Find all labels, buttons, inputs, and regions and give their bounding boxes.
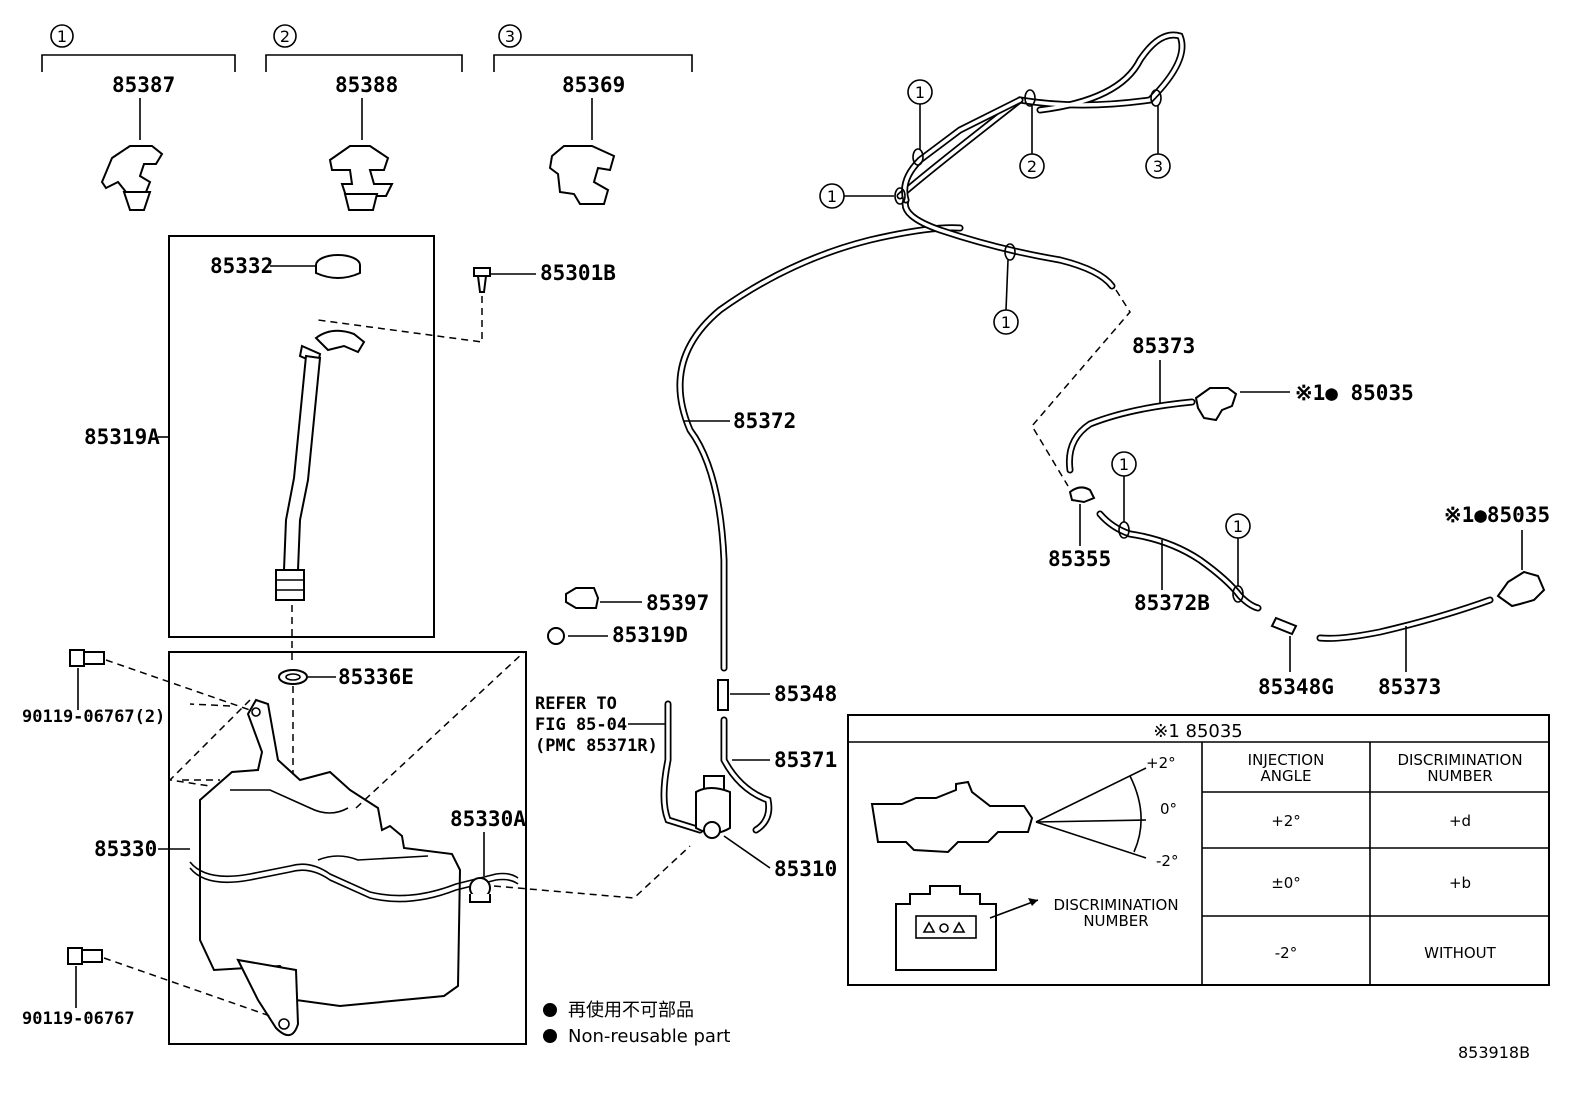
angle-zero-label: 0° (1160, 800, 1177, 818)
table-col-discrimination-l1: DISCRIMINATION (1397, 751, 1522, 769)
part-85330A-label: 85330A (450, 807, 526, 831)
callout-lower-1a: 1 (1111, 451, 1137, 522)
part-85373-upper-label: 85373 (1132, 334, 1195, 358)
part-85319D-label: 85319D (612, 623, 688, 647)
table-row-3-number: WITHOUT (1424, 944, 1496, 962)
clip-1-part-label: 85387 (112, 73, 175, 97)
table-row-3-angle: -2° (1275, 944, 1297, 962)
grommet-85336E-shape (278, 669, 308, 685)
table-title: ※1 85035 (1153, 721, 1243, 742)
bolt-90119-upper: 90119-06767(2) (22, 649, 251, 727)
discrimination-callout-l2: NUMBER (1083, 912, 1148, 930)
nozzle-85035-upper-shape (1194, 387, 1238, 422)
clip-85369-shape (548, 145, 616, 205)
clip-2-number: 2 (280, 27, 290, 46)
legend: 再使用不可部品 Non-reusable part (543, 1000, 730, 1047)
svg-text:2: 2 (1027, 157, 1037, 176)
part-85371-label: 85371 (774, 748, 837, 772)
part-85035-lower-label: ※1●85035 (1444, 503, 1550, 527)
nozzle-angle-table: ※1 85035 INJECTION ANGLE DISCRIMINATION … (847, 714, 1550, 986)
angle-minus-label: -2° (1156, 852, 1178, 870)
filler-pipe-85319A-shape (282, 354, 322, 571)
bolt-90119-lower: 90119-06767 (22, 947, 271, 1029)
part-85373-lower-label: 85373 (1378, 675, 1441, 699)
clip-85301B-shape (473, 267, 491, 293)
legend-dot-icon-2 (543, 1029, 557, 1043)
part-85310-label: 85310 (774, 857, 837, 881)
joint-85348G-shape (1270, 616, 1298, 636)
legend-en: Non-reusable part (568, 1026, 730, 1047)
nozzle-85035-lower-shape (1496, 570, 1546, 608)
part-85372B-label: 85372B (1134, 591, 1210, 615)
callout-upper-1a: 1 (907, 79, 933, 150)
part-85330-label: 85330 (94, 837, 157, 861)
clip-85388-shape (328, 145, 394, 197)
nozzle-top-view (895, 885, 997, 971)
table-row-2-number: +b (1449, 874, 1471, 892)
clip-group-1: 1 85387 (41, 24, 236, 211)
sensor-85397-shape (565, 587, 600, 609)
part-85355-label: 85355 (1048, 547, 1111, 571)
refer-line-2: FIG 85-04 (535, 715, 627, 735)
callout-upper-3: 3 (1145, 106, 1171, 179)
joint-85348-shape (717, 679, 729, 711)
angle-plus-label: +2° (1146, 754, 1176, 772)
bolt-90119-2-label: 90119-06767(2) (22, 707, 165, 727)
joint-85355-shape (1068, 486, 1096, 504)
callout-upper-1b: 1 (819, 183, 894, 209)
clip-3-number: 3 (505, 27, 515, 46)
svg-text:1: 1 (827, 187, 837, 206)
svg-text:1: 1 (1001, 313, 1011, 332)
table-row-2-angle: ±0° (1271, 874, 1301, 892)
nozzle-side-view (870, 780, 1034, 854)
table-col-injection-l1: INJECTION (1248, 751, 1325, 769)
svg-text:3: 3 (1153, 157, 1163, 176)
legend-dot-icon (543, 1003, 557, 1017)
clip-group-2: 2 85388 (265, 24, 463, 211)
table-col-injection-l2: ANGLE (1261, 767, 1312, 785)
discrimination-callout-l1: DISCRIMINATION (1053, 896, 1178, 914)
svg-text:1: 1 (1233, 517, 1243, 536)
clip-2-part-label: 85388 (335, 73, 398, 97)
part-85348G-label: 85348G (1258, 675, 1334, 699)
hose-85372-shape (676, 224, 964, 672)
part-85372-label: 85372 (733, 409, 796, 433)
bolt-90119-label: 90119-06767 (22, 1009, 135, 1029)
part-85332-label: 85332 (210, 254, 273, 278)
refer-line-1: REFER TO (535, 694, 617, 714)
part-85301B-label: 85301B (540, 261, 616, 285)
table-col-discrimination-l2: NUMBER (1427, 767, 1492, 785)
refer-line-3: (PMC 85371R) (535, 736, 658, 756)
clip-1-number: 1 (57, 27, 67, 46)
callout-upper-2: 2 (1019, 106, 1045, 179)
table-row-1-angle: +2° (1271, 812, 1301, 830)
part-85319A-label: 85319A (84, 425, 160, 449)
clip-group-3: 3 85369 (493, 24, 693, 205)
part-85397-label: 85397 (646, 591, 709, 615)
filler-pipe-neck (314, 329, 366, 354)
part-85348-label: 85348 (774, 682, 837, 706)
figure-id: 853918B (1458, 1043, 1530, 1062)
part-85336E-label: 85336E (338, 665, 414, 689)
grommet-85319D-shape (547, 627, 565, 645)
legend-jp: 再使用不可部品 (568, 1000, 694, 1021)
clip-3-part-label: 85369 (562, 73, 625, 97)
callout-upper-1c: 1 (993, 259, 1019, 335)
svg-text:1: 1 (915, 83, 925, 102)
callout-lower-1b: 1 (1225, 513, 1251, 586)
tank-frame (168, 651, 527, 1045)
clip-85387-shape (100, 145, 164, 193)
table-row-1-number: +d (1449, 812, 1471, 830)
part-85035-upper-label: ※1● 85035 (1295, 381, 1414, 405)
svg-text:1: 1 (1119, 455, 1129, 474)
